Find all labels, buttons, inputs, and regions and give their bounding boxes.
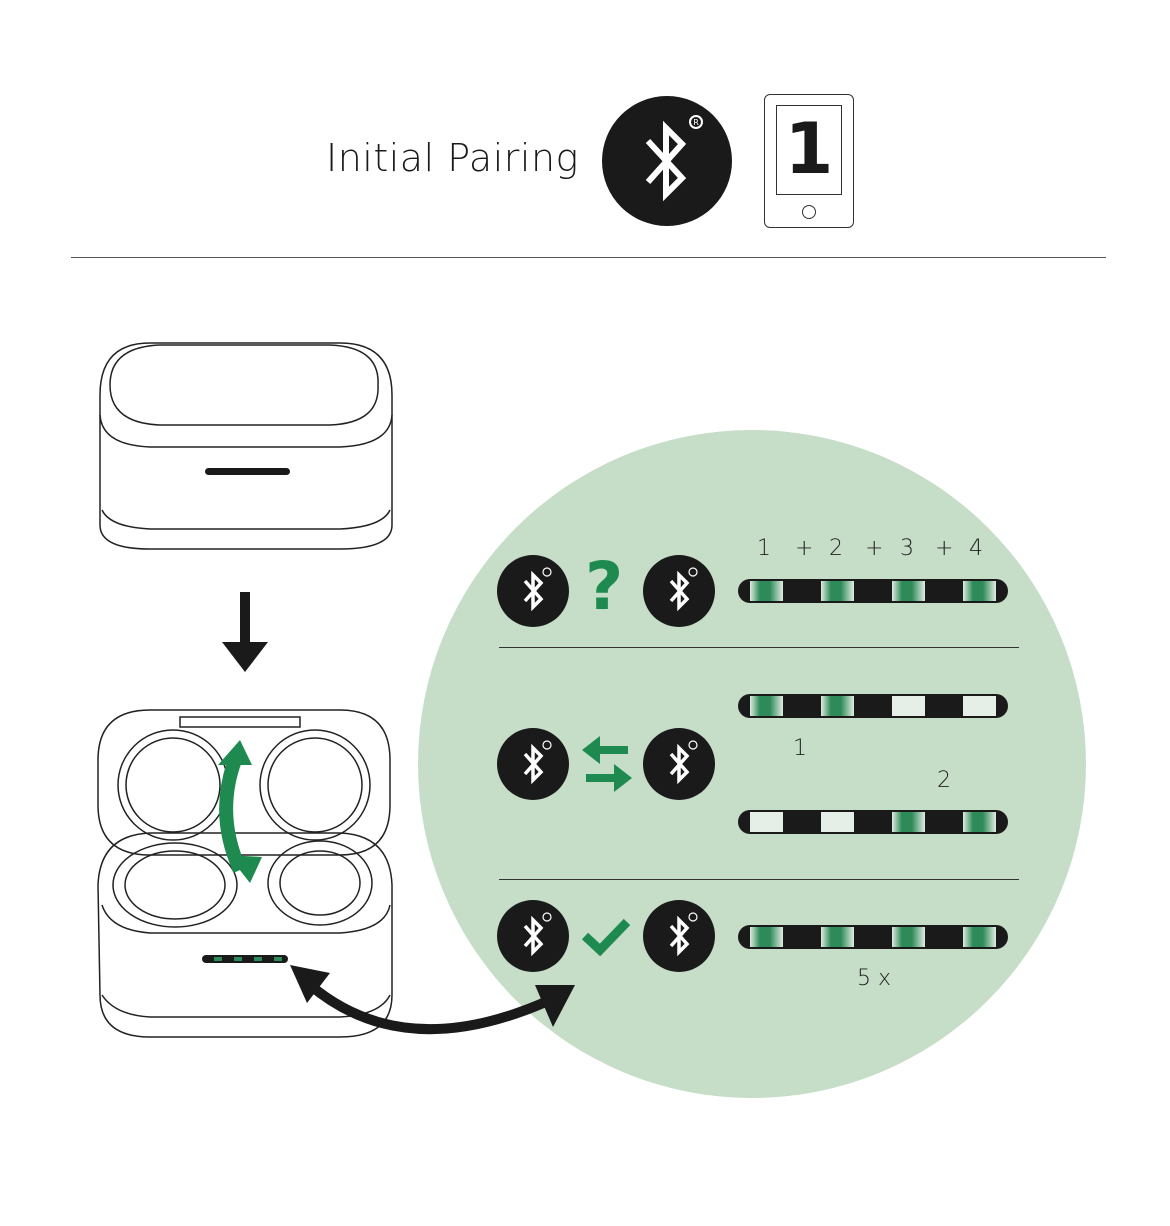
led-divider xyxy=(783,579,821,603)
repeat-label: 5 x xyxy=(857,966,892,991)
down-arrow-icon xyxy=(222,592,268,672)
led-segment-green xyxy=(891,579,925,603)
divider xyxy=(71,257,1106,258)
sequence-label: 1 xyxy=(757,536,771,561)
led-segment-off xyxy=(962,694,996,718)
led-segment-off xyxy=(750,810,784,834)
sequence-label: 2 xyxy=(829,536,843,561)
led-bar xyxy=(738,579,1008,603)
led-bar xyxy=(738,925,1008,949)
led-segment-green xyxy=(820,925,854,949)
sequence-label: + xyxy=(795,536,814,561)
bluetooth-icon-earbuds xyxy=(497,555,569,627)
divider xyxy=(499,647,1019,648)
phone-icon: 1 xyxy=(764,94,854,228)
bar-label: 1 xyxy=(793,736,807,761)
bluetooth-icon: R xyxy=(602,96,732,226)
open-case-illustration xyxy=(97,709,393,1038)
led-segment-green xyxy=(820,579,854,603)
bluetooth-icon-device xyxy=(643,728,715,800)
led-bar xyxy=(738,694,1008,718)
bar-label: 2 xyxy=(937,768,951,793)
question-icon: ? xyxy=(585,548,624,625)
led-segment-green xyxy=(962,810,996,834)
led-divider xyxy=(854,579,892,603)
led-divider xyxy=(854,694,892,718)
led-segment-off xyxy=(820,810,854,834)
led-divider xyxy=(854,925,892,949)
led-divider xyxy=(924,925,963,949)
sequence-label: + xyxy=(865,536,884,561)
curved-double-arrow-icon xyxy=(290,965,575,1035)
led-segment-green xyxy=(891,810,925,834)
checkmark-icon xyxy=(582,918,630,956)
led-divider xyxy=(783,810,821,834)
bluetooth-icon-earbuds xyxy=(497,728,569,800)
led-segment-green xyxy=(891,925,925,949)
led-segment-off xyxy=(891,694,925,718)
swap-arrows-icon xyxy=(582,736,632,792)
bluetooth-icon-earbuds xyxy=(497,900,569,972)
sequence-label: 3 xyxy=(900,536,914,561)
sequence-label: 4 xyxy=(969,536,983,561)
led-segment-green xyxy=(750,694,784,718)
bluetooth-icon-device xyxy=(643,555,715,627)
registered-mark: R xyxy=(693,118,699,127)
led-divider xyxy=(924,579,963,603)
led-segment-green xyxy=(820,694,854,718)
bluetooth-icon-device xyxy=(643,900,715,972)
led-divider xyxy=(783,925,821,949)
page-title: Initial Pairing xyxy=(326,136,579,180)
divider xyxy=(499,879,1019,880)
led-bar xyxy=(738,810,1008,834)
led-segment-green xyxy=(750,579,784,603)
led-divider xyxy=(854,810,892,834)
led-segment-green xyxy=(962,579,996,603)
led-divider xyxy=(924,694,963,718)
led-segment-green xyxy=(750,925,784,949)
closed-case-illustration xyxy=(99,342,393,550)
led-segment-green xyxy=(962,925,996,949)
led-divider xyxy=(924,810,963,834)
sequence-label: + xyxy=(935,536,954,561)
phone-number: 1 xyxy=(784,108,834,190)
led-divider xyxy=(783,694,821,718)
